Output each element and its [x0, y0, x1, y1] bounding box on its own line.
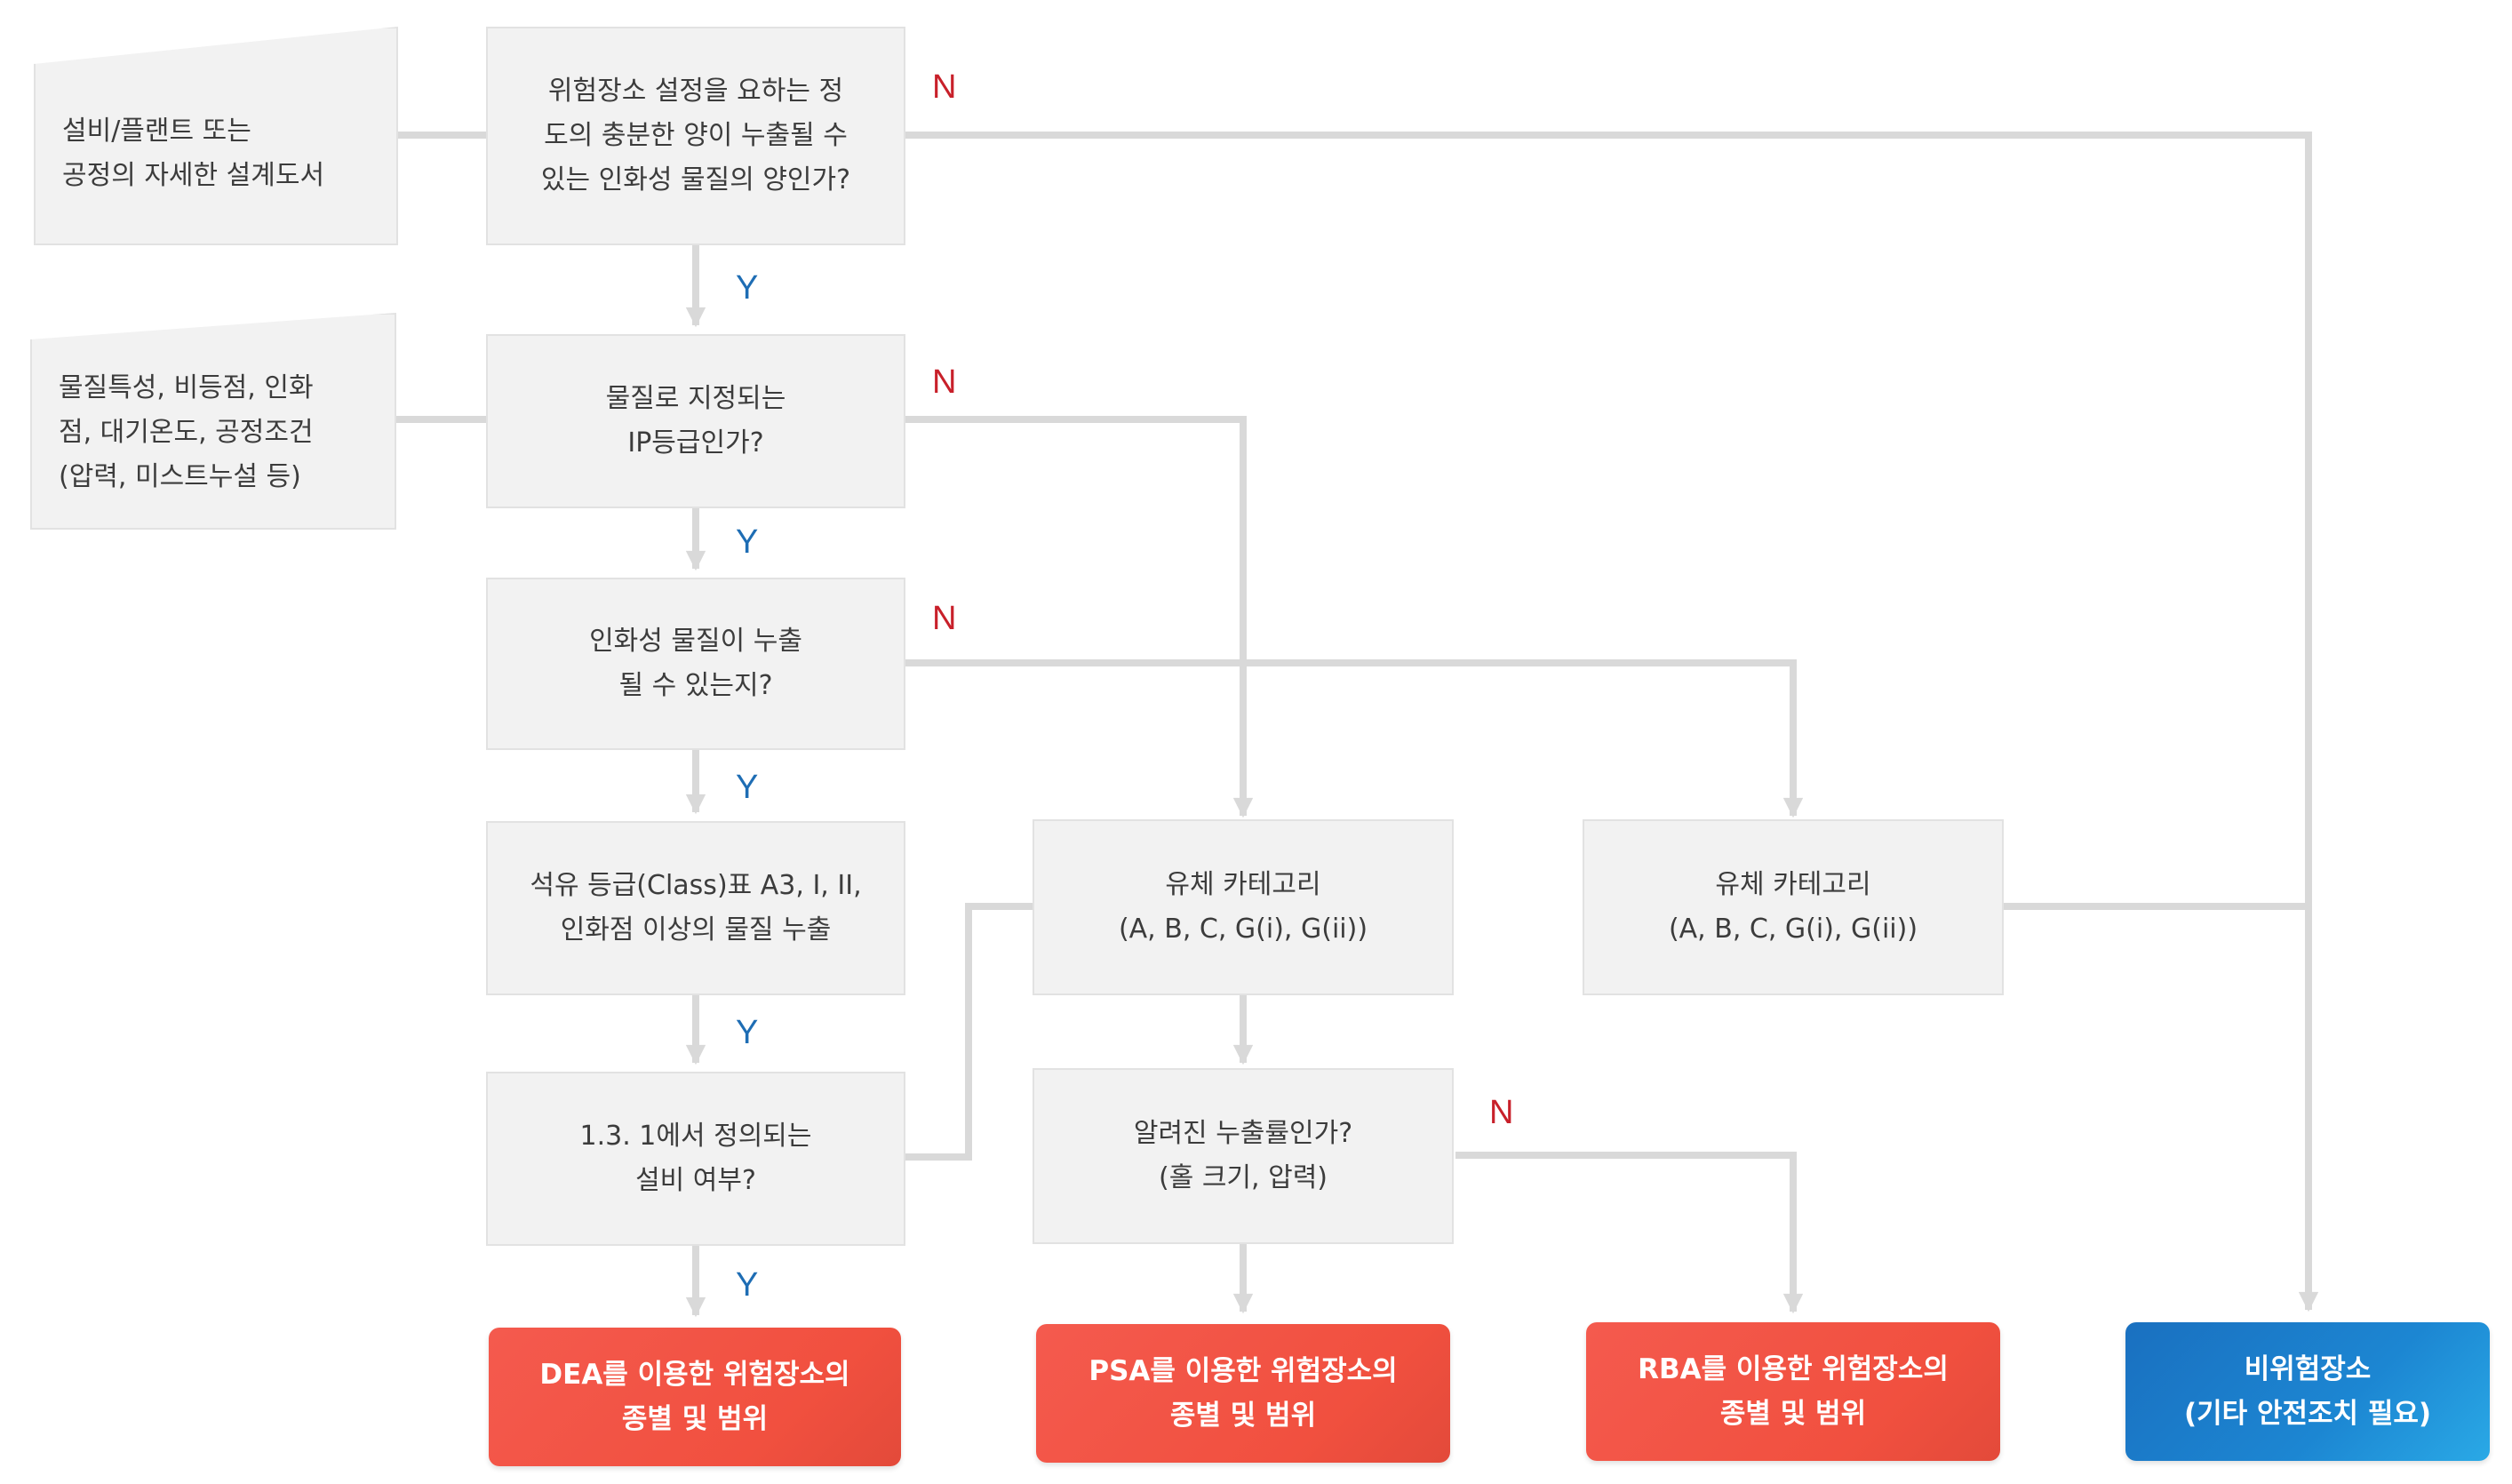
- connector-q3-fluid-b: [903, 659, 1804, 818]
- input-material-props-line-1: 물질특성, 비등점, 인화: [59, 372, 314, 403]
- decision-flammable-quantity-line-3: 있는 인화성 물질의 양인가?: [540, 164, 851, 195]
- decision-flammable-quantity-line-2: 도의 충분한 양이 누출될 수: [544, 120, 848, 151]
- label-yes-q1: Y: [736, 269, 759, 307]
- decision-petroleum-class: 석유 등급(Class)표 A3, I, II, 인화점 이상의 물질 누출: [486, 821, 905, 995]
- connector-q1-non-hazard: [903, 132, 2319, 1312]
- connector-q5-fluid-a: [903, 903, 1036, 1161]
- result-rba-line-2: 종별 및 범위: [1719, 1398, 1867, 1430]
- connector-leak-rba: [1455, 1152, 1804, 1314]
- process-fluid-category-a: 유체 카테고리 (A, B, C, G(i), G(ii)): [1033, 819, 1454, 995]
- input-material-props: 물질특성, 비등점, 인화 점, 대기온도, 공정조건 (압력, 미스트누설 등…: [30, 313, 396, 530]
- decision-defined-equipment-line-1: 1.3. 1에서 정의되는: [579, 1121, 812, 1152]
- input-material-props-line-2: 점, 대기온도, 공정조건: [59, 417, 314, 448]
- result-dea-line-2: 종별 및 범위: [621, 1403, 769, 1435]
- decision-known-leak-rate: 알려진 누출률인가? (홀 크기, 압력): [1033, 1068, 1454, 1244]
- process-fluid-category-b-line-2: (A, B, C, G(i), G(ii)): [1668, 914, 1918, 945]
- decision-ip-class: 물질로 지정되는 IP등급인가?: [486, 334, 905, 508]
- decision-petroleum-class-line-1: 석유 등급(Class)표 A3, I, II,: [530, 870, 862, 901]
- decision-release-possible-line-1: 인화성 물질이 누출: [589, 626, 802, 657]
- input-material-props-line-3: (압력, 미스트누설 등): [59, 461, 301, 492]
- result-psa: PSA를 이용한 위험장소의 종별 및 범위: [1036, 1324, 1450, 1463]
- process-fluid-category-b-line-1: 유체 카테고리: [1715, 869, 1871, 900]
- process-fluid-category-b: 유체 카테고리 (A, B, C, G(i), G(ii)): [1583, 819, 2004, 995]
- result-non-hazardous-area: 비위험장소 (기타 안전조치 필요): [2125, 1322, 2490, 1461]
- decision-known-leak-rate-line-2: (홀 크기, 압력): [1158, 1162, 1328, 1193]
- label-yes-q5: Y: [736, 1266, 759, 1304]
- decision-known-leak-rate-line-1: 알려진 누출률인가?: [1133, 1118, 1353, 1149]
- result-non-hazardous-line-1: 비위험장소: [2244, 1353, 2372, 1385]
- process-fluid-category-a-line-1: 유체 카테고리: [1165, 869, 1321, 900]
- decision-release-possible: 인화성 물질이 누출 될 수 있는지?: [486, 578, 905, 750]
- result-psa-line-2: 종별 및 범위: [1169, 1400, 1317, 1432]
- process-fluid-category-a-line-2: (A, B, C, G(i), G(ii)): [1118, 914, 1368, 945]
- decision-defined-equipment: 1.3. 1에서 정의되는 설비 여부?: [486, 1072, 905, 1246]
- input-design-docs-line-1: 설비/플랜트 또는: [62, 116, 251, 147]
- decision-release-possible-line-2: 될 수 있는지?: [618, 670, 773, 701]
- decision-flammable-quantity: 위험장소 설정을 요하는 정 도의 충분한 양이 누출될 수 있는 인화성 물질…: [486, 27, 905, 245]
- label-yes-q2: Y: [736, 523, 759, 561]
- connector-q2-fluid-a: [903, 416, 1254, 818]
- decision-petroleum-class-line-2: 인화점 이상의 물질 누출: [560, 914, 832, 945]
- result-psa-line-1: PSA를 이용한 위험장소의: [1089, 1355, 1398, 1387]
- decision-ip-class-line-1: 물질로 지정되는: [605, 383, 786, 414]
- result-dea: DEA를 이용한 위험장소의 종별 및 범위: [489, 1328, 901, 1466]
- result-dea-line-1: DEA를 이용한 위험장소의: [539, 1359, 850, 1391]
- label-yes-q3: Y: [736, 769, 759, 806]
- result-rba-line-1: RBA를 이용한 위험장소의: [1638, 1353, 1949, 1385]
- label-yes-q4: Y: [736, 1014, 759, 1051]
- decision-flammable-quantity-line-1: 위험장소 설정을 요하는 정: [547, 76, 844, 107]
- input-design-docs: 설비/플랜트 또는 공정의 자세한 설계도서: [34, 27, 398, 245]
- label-no-q1: N: [932, 68, 957, 106]
- label-no-leak: N: [1489, 1094, 1514, 1131]
- label-no-q2: N: [932, 363, 957, 401]
- result-rba: RBA를 이용한 위험장소의 종별 및 범위: [1586, 1322, 2000, 1461]
- input-design-docs-line-2: 공정의 자세한 설계도서: [62, 160, 325, 191]
- result-non-hazardous-line-2: (기타 안전조치 필요): [2183, 1398, 2432, 1430]
- decision-defined-equipment-line-2: 설비 여부?: [635, 1165, 756, 1196]
- decision-ip-class-line-2: IP등급인가?: [627, 427, 764, 459]
- label-no-q3: N: [932, 600, 957, 637]
